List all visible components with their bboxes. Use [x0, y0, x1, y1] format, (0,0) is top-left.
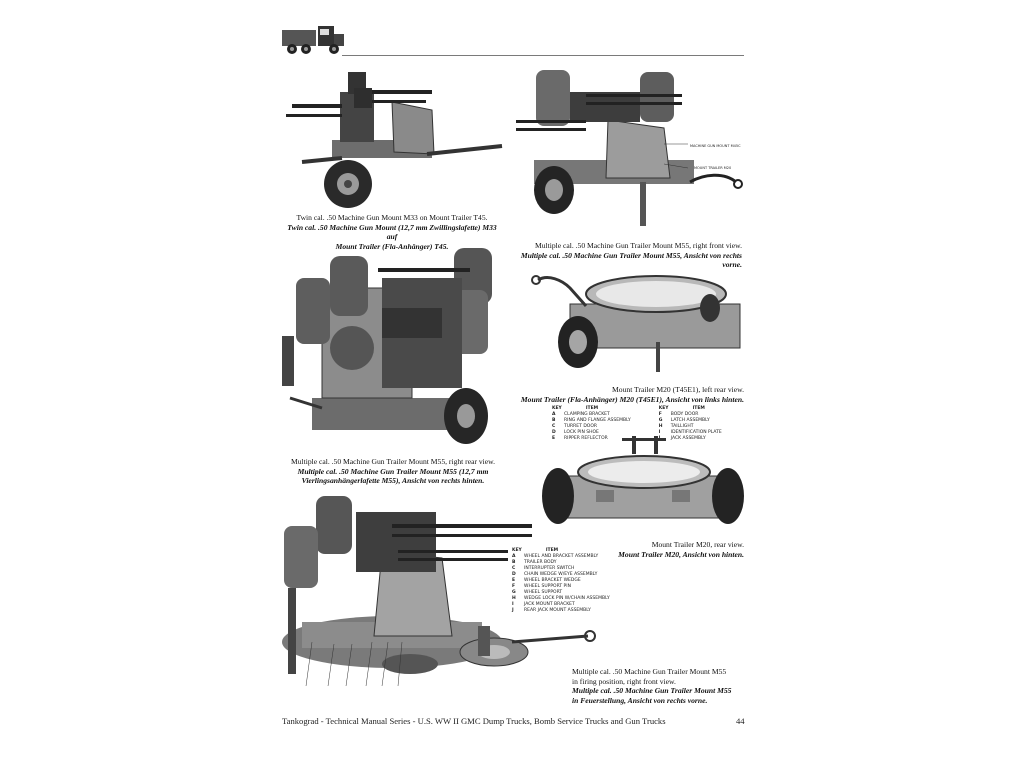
caption-m55-firing-de-2: in Feuerstellung, Ansicht von rechts vor…: [572, 695, 708, 705]
item-col-header: ITEM: [692, 406, 705, 411]
caption-m55-front-en: Multiple cal. .50 Machine Gun Trailer Mo…: [534, 241, 742, 250]
caption-m20-rear-de: Mount Trailer M20, Ansicht von hinten.: [618, 549, 744, 559]
caption-m55-firing-en-2: in firing position, right front view.: [572, 676, 676, 686]
photo-m20-left-rear: [531, 275, 741, 372]
caption-m55-firing: Multiple cal. .50 Machine Gun Trailer Mo…: [572, 667, 744, 705]
item-col-header: ITEM: [585, 406, 599, 411]
photo-m20-rear: [542, 436, 744, 524]
caption-m33: Twin cal. .50 Machine Gun Mount M33 on M…: [282, 213, 502, 251]
key-col-header: KEY: [658, 406, 669, 411]
caption-m55-firing-en-1: Multiple cal. .50 Machine Gun Trailer Mo…: [572, 667, 727, 676]
key-col-header: KEY: [512, 548, 522, 553]
caption-m55-rear-de-2: Vierlingsanhängerlafette M55), Ansicht v…: [301, 476, 485, 486]
caption-m20-left-de: Mount Trailer (Fla-Anhänger) M20 (T45E1)…: [520, 394, 744, 404]
caption-m55-front: Multiple cal. .50 Machine Gun Trailer Mo…: [502, 241, 742, 270]
page-footer: Tankograd - Technical Manual Series - U.…: [282, 716, 666, 726]
caption-m55-front-de: Multiple cal. .50 Machine Gun Trailer Mo…: [520, 250, 742, 270]
photo-m55-right-rear: [282, 248, 492, 444]
caption-m20-rear: Mount Trailer M20, rear view. Mount Trai…: [560, 540, 744, 559]
item-col-header: ITEM: [545, 548, 559, 553]
caption-m55-firing-de-1: Multiple cal. .50 Machine Gun Trailer Mo…: [572, 686, 732, 696]
gmc-truck-logo-icon: [282, 26, 344, 54]
caption-m20-left: Mount Trailer M20 (T45E1), left rear vie…: [494, 385, 744, 404]
caption-m20-left-en: Mount Trailer M20 (T45E1), left rear vie…: [612, 385, 744, 394]
caption-m55-rear-de-1: Multiple cal. .50 Machine Gun Trailer Mo…: [297, 466, 489, 476]
photo-m55-firing-position: [282, 496, 596, 687]
caption-m33-de-1: Twin cal. .50 Machine Gun Mount (12,7 mm…: [287, 222, 497, 242]
caption-m55-rear: Multiple cal. .50 Machine Gun Trailer Mo…: [282, 457, 504, 486]
page-number: 44: [736, 716, 745, 726]
header-rule: [342, 55, 744, 56]
callout-machine-gun-mount: MACHINE GUN MOUNT M45C: [690, 144, 741, 148]
caption-m20-rear-en: Mount Trailer M20, rear view.: [651, 540, 744, 549]
caption-m55-rear-en: Multiple cal. .50 Machine Gun Trailer Mo…: [290, 457, 496, 466]
key-col-header: KEY: [552, 406, 562, 411]
caption-m33-en: Twin cal. .50 Machine Gun Mount M33 on M…: [296, 213, 488, 222]
caption-m33-de-2: Mount Trailer (Fla-Anhänger) T45.: [335, 241, 449, 251]
photo-m55-right-front: [516, 70, 743, 226]
photo-m33-mount-trailer: [286, 72, 503, 208]
callout-mount-trailer: MOUNT TRAILER M20: [694, 166, 732, 170]
